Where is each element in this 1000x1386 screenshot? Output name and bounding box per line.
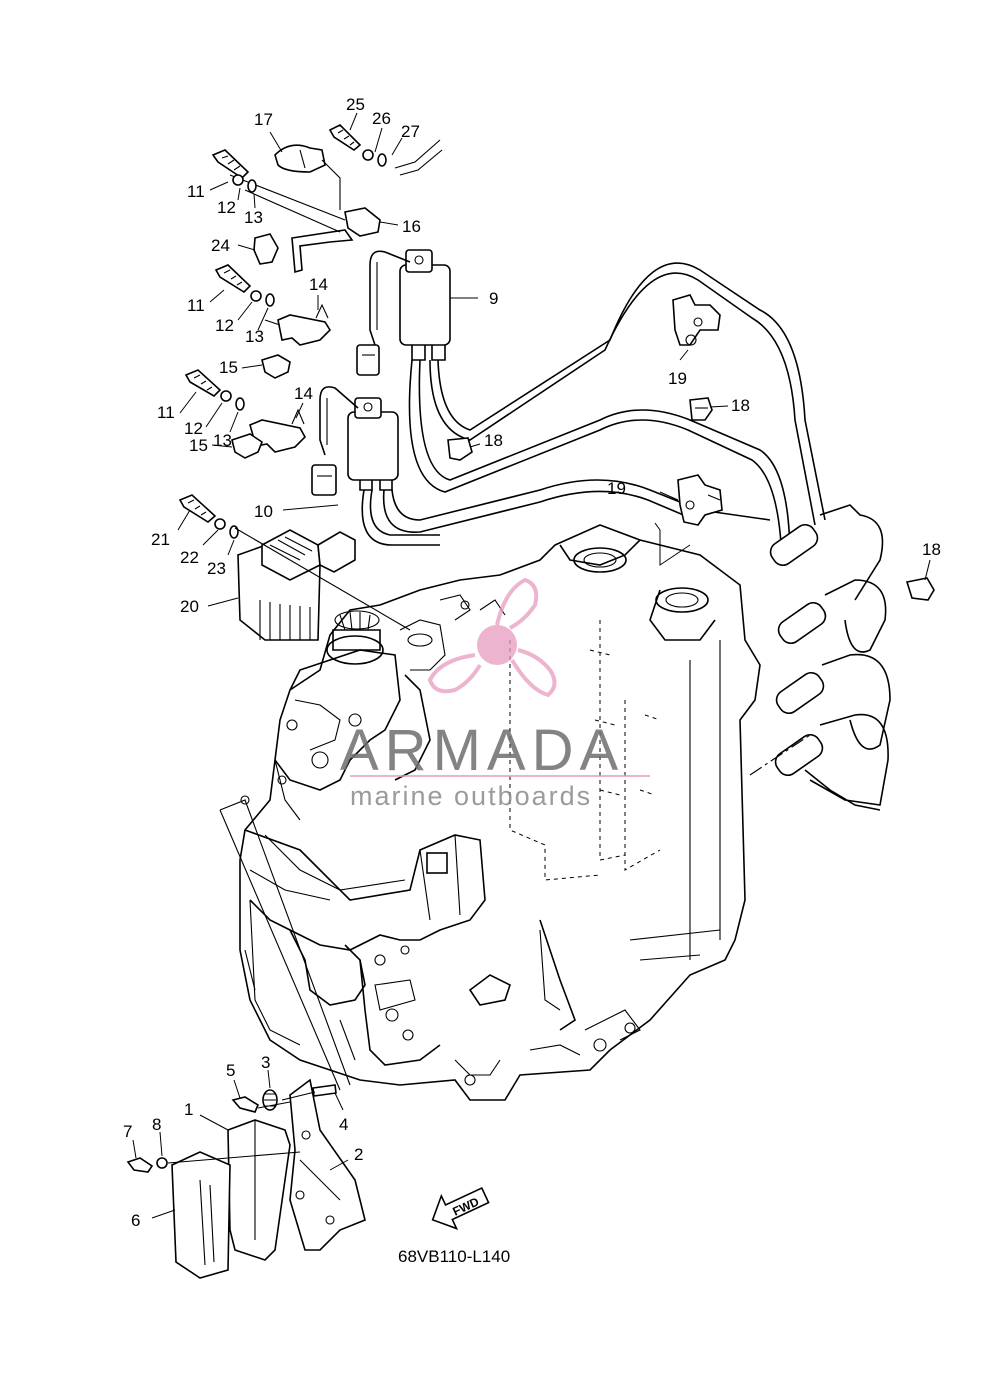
washer-8 — [156, 1157, 168, 1169]
callout-17: 17 — [254, 110, 273, 129]
callout-3: 3 — [261, 1053, 270, 1072]
armada-watermark: ARMADA marine outboards — [340, 577, 650, 811]
callout-11b: 11 — [187, 296, 205, 315]
clamp-18-mid — [447, 437, 473, 461]
ecu-bracket-2 — [289, 1078, 366, 1251]
washer-12-a — [232, 174, 244, 186]
wire-27 — [394, 139, 443, 176]
bolt-5 — [231, 1096, 260, 1113]
rectifier-regulator-20 — [237, 529, 356, 641]
callout-19b: 19 — [607, 479, 626, 498]
callout-10: 10 — [254, 502, 273, 521]
callout-27: 27 — [401, 122, 420, 141]
bolt-11-b — [214, 264, 252, 294]
callout-15a: 15 — [219, 358, 238, 377]
callout-11c: 11 — [157, 403, 175, 422]
callout-7: 7 — [123, 1122, 132, 1141]
washer-22 — [214, 518, 226, 530]
callout-numbers: 1 2 3 4 5 6 7 8 9 10 11 11 11 12 12 12 1… — [123, 95, 941, 1230]
callout-8: 8 — [152, 1115, 161, 1134]
callout-15b: 15 — [189, 436, 208, 455]
plate-24 — [253, 229, 354, 274]
watermark-tagline: marine outboards — [350, 781, 592, 811]
fwd-label: FWD — [450, 1194, 481, 1218]
o-ring-13-a — [247, 179, 257, 193]
ecu-bracket-frame — [219, 799, 351, 1091]
callout-12c: 12 — [184, 419, 203, 438]
engine-block — [239, 524, 761, 1101]
collar-4 — [312, 1084, 337, 1097]
callout-12b: 12 — [215, 316, 234, 335]
lead-holder-19-top — [672, 294, 721, 346]
plug-boot-3 — [775, 653, 891, 750]
forward-direction-arrow: FWD — [431, 1187, 490, 1230]
callout-26: 26 — [372, 109, 391, 128]
ignition-coil-10 — [311, 386, 399, 496]
bracket-14-top — [277, 303, 332, 346]
diagram-code: 68VB110-L140 — [398, 1247, 510, 1266]
clamp-15-bottom — [231, 433, 263, 459]
callout-2: 2 — [354, 1145, 363, 1164]
callout-13b: 13 — [245, 327, 264, 346]
leader-lines — [132, 112, 931, 1219]
bolt-25 — [328, 124, 362, 151]
ecu-module-1 — [227, 1119, 291, 1261]
clamp-18-top — [689, 397, 713, 421]
callout-22: 22 — [180, 548, 199, 567]
callout-18c: 18 — [922, 540, 941, 559]
callout-9: 9 — [489, 289, 498, 308]
callout-13a: 13 — [244, 208, 263, 227]
callout-12a: 12 — [217, 198, 236, 217]
bolt-7 — [126, 1157, 154, 1173]
plug-boot-4 — [774, 713, 889, 811]
clamp-18-right — [905, 577, 935, 601]
o-ring-23 — [229, 525, 239, 539]
callout-1: 1 — [184, 1100, 193, 1119]
callout-21: 21 — [151, 530, 170, 549]
callout-6: 6 — [131, 1211, 140, 1230]
bolt-21 — [178, 494, 217, 523]
callout-16: 16 — [402, 217, 421, 236]
bolt-11-c — [184, 369, 222, 398]
callout-5: 5 — [226, 1061, 235, 1080]
washer-12-b — [250, 290, 262, 302]
o-ring-13-c — [235, 397, 245, 411]
clamp-17 — [274, 144, 326, 173]
callout-18b: 18 — [484, 431, 503, 450]
callout-19a: 19 — [668, 369, 687, 388]
clamp-15-top — [261, 354, 291, 379]
watermark-brand: ARMADA — [340, 718, 624, 783]
callout-11a: 11 — [187, 182, 205, 201]
washer-12-c — [220, 390, 232, 402]
washer-26 — [362, 149, 374, 161]
callout-20: 20 — [180, 597, 199, 616]
ecu-cover-6 — [171, 1151, 231, 1279]
ignition-coil-9 — [356, 249, 451, 376]
callout-25: 25 — [346, 95, 365, 114]
spark-plug-leads — [361, 262, 891, 811]
callout-14b: 14 — [294, 384, 313, 403]
plug-boot-2 — [777, 579, 887, 653]
callout-14a: 14 — [309, 275, 328, 294]
bolt-11-a — [211, 149, 250, 180]
o-ring-13-b — [265, 293, 275, 307]
callout-13c: 13 — [213, 431, 232, 450]
o-ring-27 — [377, 153, 387, 167]
lead-holder-19-mid — [677, 474, 723, 526]
callout-23: 23 — [207, 559, 226, 578]
plug-boot-1 — [769, 504, 884, 601]
propeller-logo — [427, 577, 557, 698]
bracket-16 — [344, 207, 381, 237]
callout-24: 24 — [211, 236, 230, 255]
callout-4: 4 — [339, 1115, 348, 1134]
callout-18a: 18 — [731, 396, 750, 415]
